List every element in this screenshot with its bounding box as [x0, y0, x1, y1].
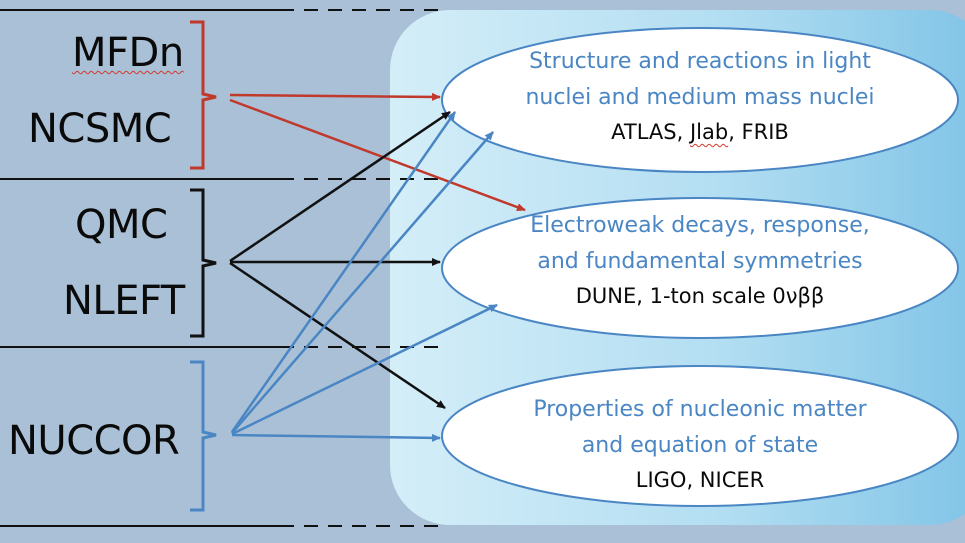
method-label-qmc: QMC — [75, 202, 168, 248]
red-arrows — [229, 92, 526, 212]
target-2-facilities: DUNE, 1-ton scale 0νββ — [575, 284, 825, 308]
red-bracket — [190, 20, 217, 170]
target-3-facilities: LIGO, NICER — [635, 468, 765, 492]
target-1-text: Structure and reactions in light nuclei … — [470, 44, 930, 148]
blue-arrows — [230, 111, 498, 442]
method-label-mfdn: MFDn — [72, 30, 184, 76]
target-ellipse-1 — [441, 27, 959, 173]
target-1-line1: Structure and reactions in light — [529, 49, 871, 74]
blue-bracket — [190, 360, 217, 512]
target-ellipse-3 — [441, 365, 959, 507]
target-ellipse-2 — [441, 197, 959, 339]
black-bracket — [190, 188, 217, 338]
method-label-ncsmc: NCSMC — [28, 106, 172, 152]
target-3-text: Properties of nucleonic matter and equat… — [470, 392, 930, 496]
target-2-line1: Electroweak decays, response, — [530, 213, 870, 238]
target-2-text: Electroweak decays, response, and fundam… — [470, 208, 930, 312]
method-label-nuccor: NUCCOR — [8, 418, 180, 464]
target-1-facilities: ATLAS, Jlab, FRIB — [611, 120, 789, 144]
target-2-line2: and fundamental symmetries — [537, 249, 863, 274]
method-label-nleft: NLEFT — [63, 278, 185, 324]
target-3-line2: and equation of state — [581, 433, 819, 458]
target-3-line1: Properties of nucleonic matter — [533, 397, 867, 422]
target-1-line2: nuclei and medium mass nuclei — [525, 85, 875, 110]
black-arrows — [229, 110, 451, 410]
